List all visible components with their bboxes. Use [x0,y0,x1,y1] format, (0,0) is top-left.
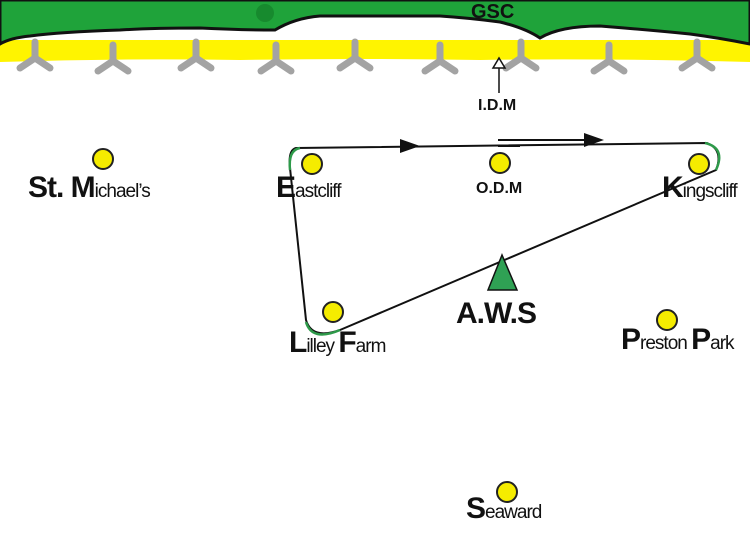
turbine-icon [421,41,459,75]
preston-park-rest-p2: ark [710,333,734,354]
arrow-right-icon [584,133,604,147]
turbine-icon [177,38,215,72]
preston-park-marker [656,309,678,331]
turbine-row [16,38,716,75]
land [0,0,750,46]
lilley-farm-initial-l: L [289,326,307,359]
turbine-icon [257,41,295,75]
preston-park-rest-p1: reston [640,333,692,354]
st-michaels-label: St. Michael’s [28,171,151,204]
route-corner-eastcliff [288,146,301,171]
st-michaels-initial: St. M [28,171,96,204]
kingscliff-initial: K [662,171,684,204]
lilley-farm-initial-f: F [338,326,356,359]
kingscliff-rest: ingscliff [682,181,738,202]
seaward-label: Seaward [466,492,542,525]
location-markers [92,148,710,503]
turbine-icon [590,41,628,75]
coast-label: GSC [471,1,515,23]
tree-icon [256,4,274,22]
lilley-farm-label: Lilley Farm [289,326,387,359]
seaward-marker [496,481,518,503]
arrow-up-icon [491,56,507,69]
aws-label: A.W.S [456,297,537,330]
kingscliff-marker [688,153,710,175]
turbine-icon [678,38,716,72]
eastcliff-rest: astcliff [295,181,342,202]
preston-park-initial-p1: P [621,323,641,356]
idm-label: I.D.M [478,97,517,114]
seaward-initial: S [466,492,486,525]
aws-triangle-icon [486,253,519,291]
lilley-farm-rest-l: illey [306,336,339,357]
st-michaels-marker [92,148,114,170]
st-michaels-rest: ichael’s [94,181,151,202]
odm-marker [489,152,511,174]
arrow-right-icon [400,139,420,153]
kingscliff-label: Kingscliff [662,171,738,204]
turbine-icon [336,38,374,72]
seaward-rest: eaward [485,502,542,523]
lilley-farm-marker [322,301,344,323]
preston-park-label: Preston Park [621,323,735,356]
beach [0,40,750,62]
preston-park-initial-p2: P [691,323,711,356]
turbine-icon [94,41,132,75]
lilley-farm-rest-f: arm [355,336,387,357]
eastcliff-marker [301,153,323,175]
odm-label: O.D.M [476,180,523,197]
route-corner-lilley [304,321,341,336]
turbine-icon [16,38,54,72]
eastcliff-initial: E [276,171,296,204]
eastcliff-label: Eastcliff [276,171,342,204]
turbine-icon [502,38,540,72]
route-corner-kingscliff [704,141,721,171]
